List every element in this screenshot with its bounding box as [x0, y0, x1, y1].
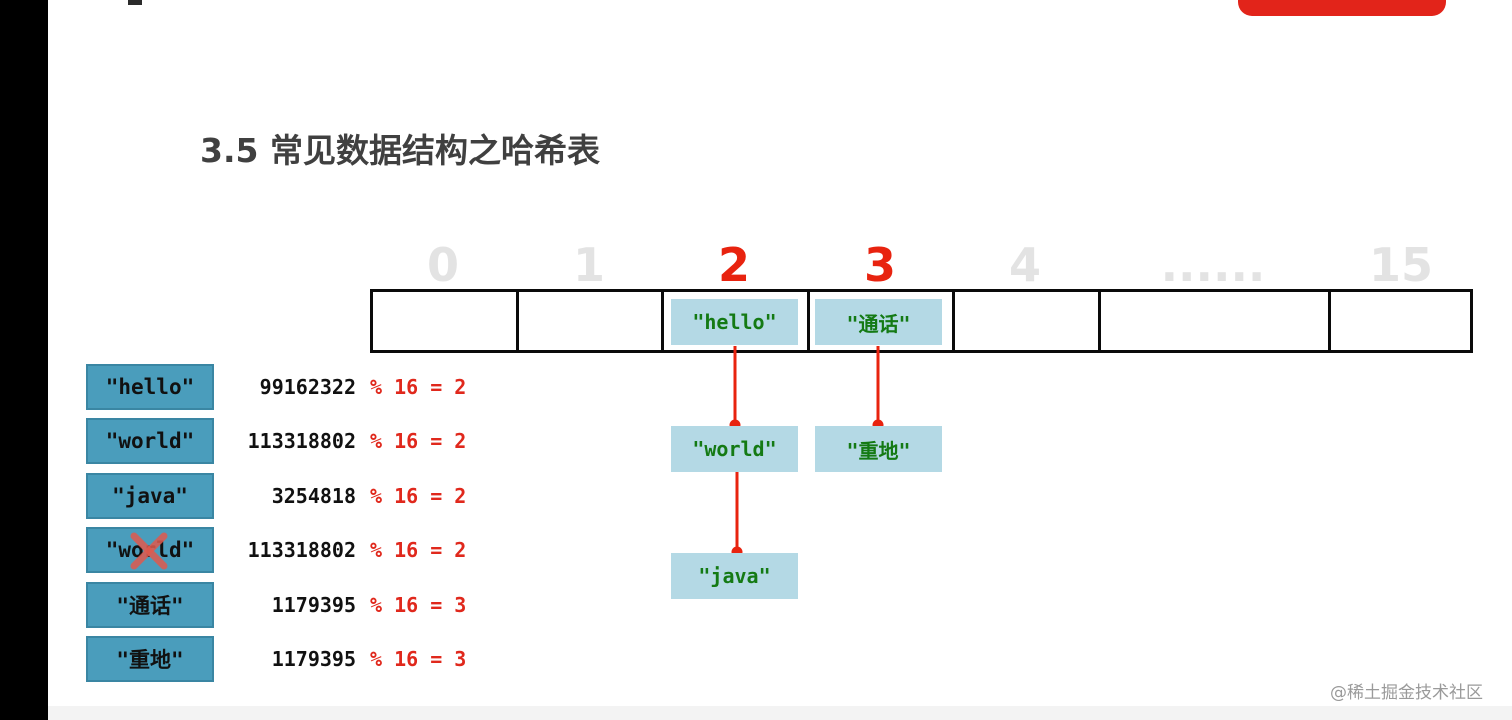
hash-value: 113318802: [247, 429, 356, 453]
cell-divider: [807, 292, 810, 350]
index-label-2: 2: [717, 238, 750, 292]
cell-divider: [661, 292, 664, 350]
hash-value: 113318802: [247, 538, 356, 562]
list-key-world: "world": [86, 418, 214, 464]
index-label-1: 1: [572, 238, 605, 292]
mod-result: % 16 = 2: [370, 538, 467, 562]
hash-value: 3254818: [271, 484, 356, 508]
list-key-hello: "hello": [86, 364, 214, 410]
mod-result: % 16 = 2: [370, 429, 467, 453]
corner-mark: [128, 0, 142, 5]
cell-divider: [1328, 292, 1331, 350]
list-key-java: "java": [86, 473, 214, 519]
mod-result: % 16 = 3: [370, 593, 467, 617]
cell-divider: [952, 292, 955, 350]
bucket-2-key-hello: "hello": [671, 299, 798, 345]
cell-divider: [516, 292, 519, 350]
mod-result: % 16 = 2: [370, 375, 467, 399]
list-key-zhongdi: "重地": [86, 636, 214, 682]
chain-key-java: "java": [671, 553, 798, 599]
slide-title: 3.5 常见数据结构之哈希表: [200, 131, 600, 170]
reject-cross-icon: [130, 532, 168, 570]
index-label-4: 4: [1008, 238, 1041, 292]
mod-result: % 16 = 3: [370, 647, 467, 671]
hash-value: 99162322: [259, 375, 356, 399]
red-badge: [1238, 0, 1446, 16]
bucket-3-key-tonghua: "通话": [815, 299, 942, 345]
chain-key-zhongdi: "重地": [815, 426, 942, 472]
index-label-0: 0: [426, 238, 459, 292]
list-key-world-duplicate: "world": [86, 527, 214, 573]
cell-divider: [1098, 292, 1101, 350]
mod-result: % 16 = 2: [370, 484, 467, 508]
hash-value: 1179395: [271, 593, 356, 617]
index-label-3: 3: [863, 238, 896, 292]
chain-key-world: "world": [671, 426, 798, 472]
bottom-strip: [48, 706, 1512, 720]
index-label-15: 15: [1368, 238, 1433, 292]
index-label-ellipsis: ......: [1160, 238, 1266, 292]
left-black-bar: [0, 0, 48, 720]
list-key-tonghua: "通话": [86, 582, 214, 628]
hash-array: [370, 289, 1473, 353]
watermark: @稀土掘金技术社区: [1330, 683, 1483, 703]
hash-value: 1179395: [271, 647, 356, 671]
